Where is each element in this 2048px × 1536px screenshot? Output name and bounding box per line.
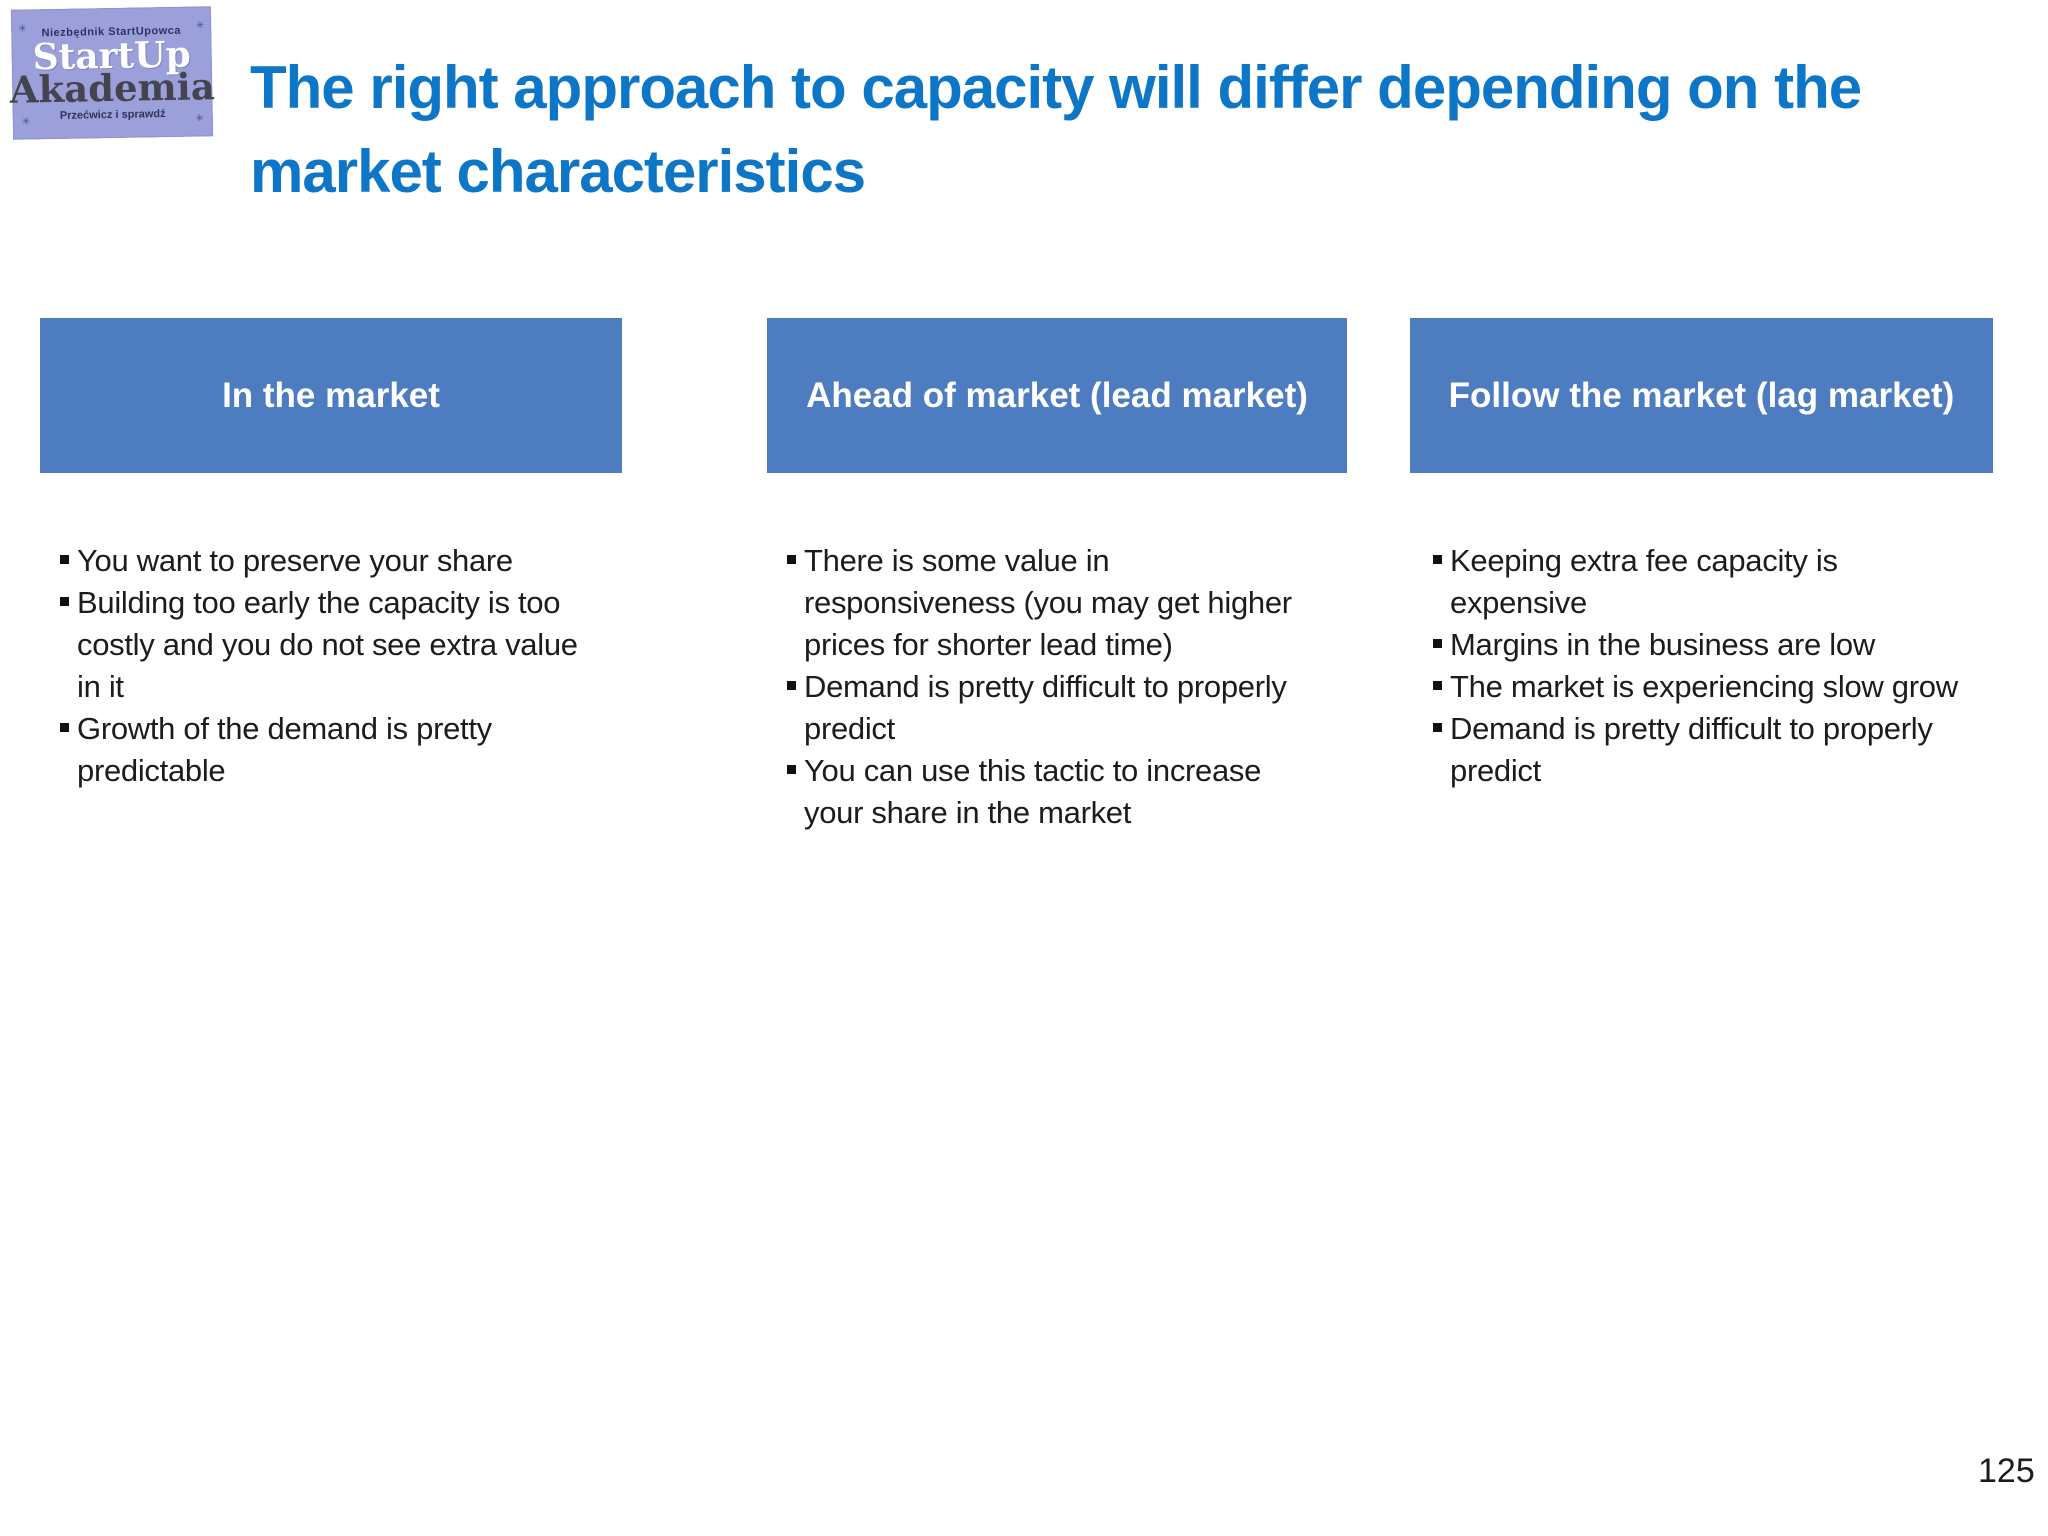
- bullet-square-icon: [60, 723, 69, 732]
- list-item: Demand is pretty difficult to properly p…: [1433, 708, 2008, 792]
- bullet-text: Demand is pretty difficult to properly p…: [1450, 711, 1933, 788]
- bullet-square-icon: [1433, 681, 1442, 690]
- list-item: There is some value in responsiveness (y…: [787, 540, 1357, 666]
- ornament-icon: ✳: [18, 23, 27, 35]
- bullet-square-icon: [1433, 723, 1442, 732]
- bullet-text: Demand is pretty difficult to properly p…: [804, 669, 1287, 746]
- bullet-square-icon: [787, 765, 796, 774]
- bullet-list-in-the-market: You want to preserve your share Building…: [60, 540, 625, 792]
- bullet-square-icon: [60, 597, 69, 606]
- bullet-text: Keeping extra fee capacity is expensive: [1450, 543, 1838, 620]
- bullet-text: Building too early the capacity is too c…: [77, 585, 578, 704]
- list-item: The market is experiencing slow grow: [1433, 666, 2008, 708]
- ornament-icon: ✳: [195, 113, 204, 125]
- bullet-list-ahead-of-market: There is some value in responsiveness (y…: [787, 540, 1357, 834]
- list-item: Margins in the business are low: [1433, 624, 2008, 666]
- bullet-text: There is some value in responsiveness (y…: [804, 543, 1292, 662]
- bullet-square-icon: [1433, 555, 1442, 564]
- ornament-icon: ✳: [21, 116, 31, 128]
- column-header-in-the-market: In the market: [40, 318, 622, 473]
- column-header-follow-the-market: Follow the market (lag market): [1410, 318, 1993, 473]
- list-item: Building too early the capacity is too c…: [60, 582, 625, 708]
- bullet-text: You can use this tactic to increase your…: [804, 753, 1262, 830]
- logo-tagline-bottom: Przećwicz i sprawdź: [59, 107, 166, 122]
- ornament-icon: ✳: [195, 20, 205, 32]
- bullet-text: You want to preserve your share: [77, 543, 513, 578]
- bullet-list-follow-the-market: Keeping extra fee capacity is expensive …: [1433, 540, 2008, 792]
- list-item: Keeping extra fee capacity is expensive: [1433, 540, 2008, 624]
- list-item: You can use this tactic to increase your…: [787, 750, 1357, 834]
- bullet-square-icon: [787, 555, 796, 564]
- list-item: Growth of the demand is pretty predictab…: [60, 708, 625, 792]
- bullet-text: The market is experiencing slow grow: [1450, 669, 1958, 704]
- bullet-square-icon: [787, 681, 796, 690]
- slide-title: The right approach to capacity will diff…: [250, 54, 1862, 206]
- bullet-text: Growth of the demand is pretty predictab…: [77, 711, 492, 788]
- column-header-ahead-of-market: Ahead of market (lead market): [767, 318, 1347, 473]
- bullet-square-icon: [1433, 639, 1442, 648]
- startup-akademia-logo: ✳ ✳ ✳ ✳ Niezbędnik StartUpowca StartUp A…: [9, 6, 216, 140]
- bullet-square-icon: [60, 555, 69, 564]
- logo-wordmark-akademia: Akademia: [9, 63, 216, 112]
- list-item: Demand is pretty difficult to properly p…: [787, 666, 1357, 750]
- list-item: You want to preserve your share: [60, 540, 625, 582]
- page-number: 125: [1978, 1452, 2035, 1490]
- bullet-text: Margins in the business are low: [1450, 627, 1875, 662]
